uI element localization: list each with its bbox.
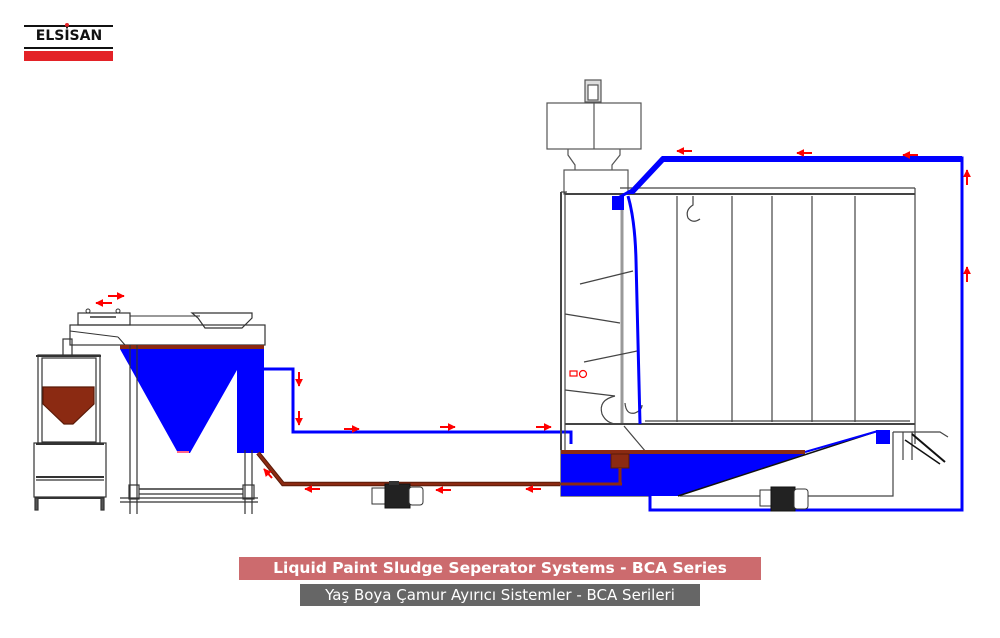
booth-return-overflow	[612, 156, 962, 210]
separator-tank	[69, 308, 266, 514]
process-diagram	[33, 79, 971, 514]
clean-water-line	[264, 367, 573, 444]
booth-basin	[561, 430, 890, 497]
transfer-pump	[371, 481, 424, 509]
caption-turkish: Yaş Boya Çamur Ayırıcı Sistemler - BCA S…	[300, 584, 700, 606]
exhaust-fan	[546, 79, 642, 195]
sludge-bin-contents	[42, 386, 95, 425]
sludge-collector	[33, 338, 107, 511]
circulation-pump	[759, 486, 809, 512]
paint-booth	[560, 187, 949, 497]
logo-text: ELSİSAN	[35, 28, 103, 44]
logo-red-bar	[24, 51, 113, 61]
caption-english: Liquid Paint Sludge Seperator Systems - …	[239, 557, 761, 580]
logo-mid-bar	[24, 47, 113, 49]
nozzle-icon	[569, 369, 588, 379]
flow-arrows	[95, 147, 971, 494]
logo-dot	[65, 23, 69, 27]
caption-english-wrap: Liquid Paint Sludge Seperator Systems - …	[0, 557, 1000, 580]
arrow-up-left	[263, 468, 273, 479]
elsisan-logo: ELSİSAN	[24, 23, 114, 63]
caption-turkish-wrap: Yaş Boya Çamur Ayırıcı Sistemler - BCA S…	[0, 584, 1000, 606]
